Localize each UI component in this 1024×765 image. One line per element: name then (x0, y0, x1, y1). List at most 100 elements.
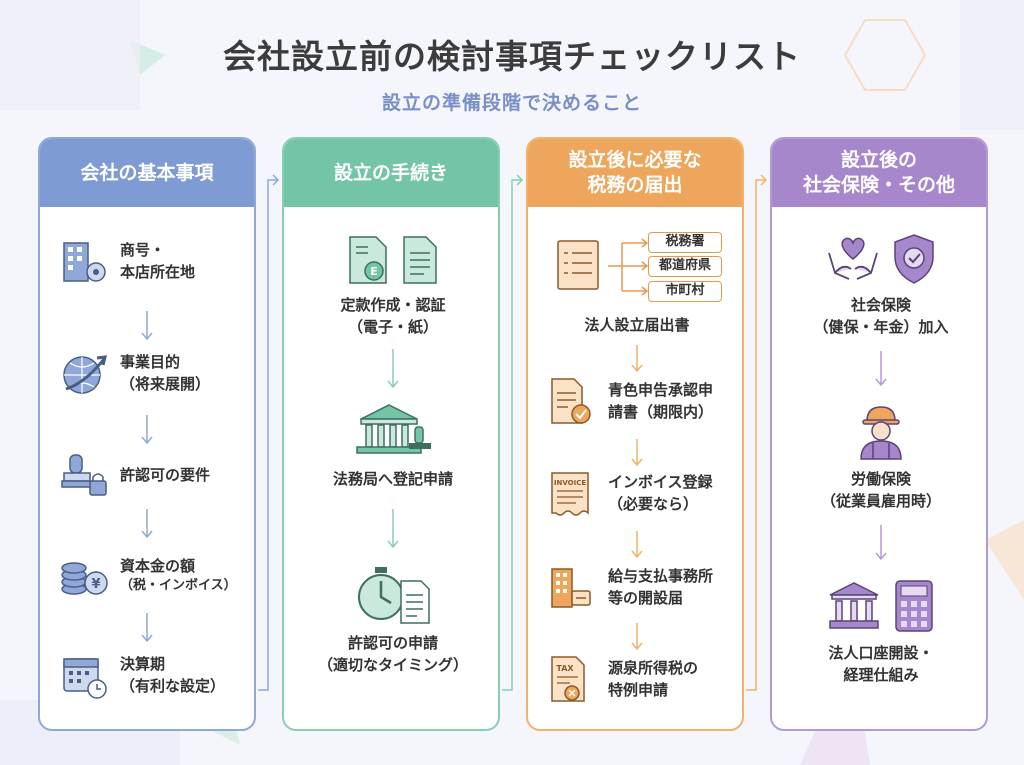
item-payroll-office: 給与支払事務所 等の開設届 (548, 563, 713, 613)
item-license-application: 許認可の申請 （適切なタイミング） (284, 561, 498, 677)
stopwatch-document-icon (358, 567, 430, 624)
column-header-line: 設立後の (840, 149, 917, 172)
item-fiscal-period: 決算期 （有利な設定） (60, 651, 225, 701)
building-stamp-icon (551, 568, 591, 608)
stamp-lock-icon (61, 454, 107, 496)
item-bank-account: 法人口座開設・ 経理仕組み (772, 579, 986, 687)
electronic-document-icon: E (349, 236, 387, 284)
connector-3-4 (746, 179, 765, 691)
item-label: 経理仕組み (843, 665, 919, 684)
item-label: 請書（期限内） (608, 403, 714, 421)
item-label: 許認可の申請 (347, 634, 438, 652)
coins-yen-icon: ¥ (61, 562, 108, 595)
globe-arrow-icon (63, 355, 107, 394)
down-arrow-icon (631, 623, 643, 651)
tax-document-icon: TAX (551, 656, 585, 702)
item-label: （有利な設定） (120, 677, 226, 695)
item-label: 法人設立届出書 (584, 316, 690, 334)
down-arrow-icon (141, 509, 153, 539)
column-procedures: 設立の手続き E 定款作成・認証 （電子・紙） (282, 137, 500, 731)
svg-text:¥: ¥ (91, 577, 100, 592)
item-label: 定款作成・認証 (340, 296, 446, 314)
column-header: 設立後の 社会保険・その他 (772, 139, 986, 207)
down-arrow-icon (141, 415, 153, 445)
item-social-insurance: 社会保険 （健保・年金）加入 (772, 233, 986, 339)
office-tax-office: 税務署 (648, 232, 722, 253)
item-label: 特例申請 (608, 681, 669, 699)
item-withholding-tax: TAX 源泉所得税の 特例申請 (548, 655, 698, 705)
invoice-icon: INVOICE (551, 472, 589, 516)
item-label: 商号・ (120, 241, 166, 260)
item-label: （適切なタイミング） (317, 655, 468, 674)
down-arrow-icon (387, 349, 399, 389)
column-social-insurance: 設立後の 社会保険・その他 社会保険 （健保・年金）加入 (770, 137, 988, 731)
item-trade-name: 商号・ 本店所在地 (60, 237, 195, 287)
item-label: （将来展開） (120, 375, 211, 393)
item-label: 決算期 (120, 655, 166, 674)
down-arrow-icon (631, 439, 643, 467)
column-header-line: 税務の届出 (587, 174, 683, 196)
paper-document-icon (403, 236, 437, 284)
item-labor-insurance: 労働保険 （従業員雇用時） (772, 401, 986, 513)
item-label: （健保・年金）加入 (813, 317, 949, 336)
down-arrow-icon (141, 311, 153, 341)
item-label: （必要なら） (608, 495, 699, 513)
document-list-icon (557, 240, 599, 290)
calculator-icon (895, 580, 933, 632)
item-label: 等の開設届 (608, 589, 684, 607)
item-label: 許認可の要件 (120, 466, 211, 485)
hands-heart-icon (828, 237, 878, 280)
bank-icon (829, 582, 879, 629)
page-subtitle: 設立の準備段階で決めること (381, 92, 642, 114)
column-header-line: 社会保険・その他 (802, 174, 955, 196)
shield-check-icon (894, 234, 934, 284)
building-gear-icon (63, 242, 106, 282)
calendar-clock-icon (63, 658, 107, 699)
item-business-purpose: 事業目的 （将来展開） (60, 349, 210, 399)
connector-2-3 (502, 179, 521, 691)
svg-text:E: E (370, 265, 378, 278)
column-header: 会社の基本事項 (40, 139, 254, 207)
item-label: （従業員雇用時） (820, 491, 941, 510)
item-label: インボイス登録 (608, 473, 713, 492)
item-label: 青色申告承認申 (608, 381, 714, 400)
item-blue-return: 青色申告承認申 請書（期限内） (548, 377, 713, 427)
worker-helmet-icon (860, 406, 902, 460)
item-incorporation-notice: 法人設立届出書 (528, 315, 742, 337)
item-articles: E 定款作成・認証 （電子・紙） (284, 235, 498, 339)
down-arrow-icon (141, 613, 153, 643)
item-label: 労働保険 (850, 470, 911, 488)
page-title: 会社設立前の検討事項チェックリスト (223, 37, 801, 76)
item-label: （税・インボイス） (120, 578, 237, 594)
item-capital-amount: ¥ 資本金の額 （税・インボイス） (60, 551, 237, 601)
down-arrow-icon (631, 531, 643, 559)
column-header: 設立後に必要な 税務の届出 (528, 139, 742, 207)
tax-tag: TAX (556, 664, 574, 673)
down-arrow-icon (875, 525, 887, 561)
column-header: 設立の手続き (284, 139, 498, 207)
office-prefecture: 都道府県 (648, 256, 722, 277)
down-arrow-icon (631, 345, 643, 373)
item-label: （電子・紙） (347, 317, 438, 336)
column-basic-matters: 会社の基本事項 商号・ 本店所在地 事業目的 （将来展開） (38, 137, 256, 731)
branch-connector (608, 238, 649, 296)
item-label: 本店所在地 (120, 263, 196, 281)
connector-1-2 (258, 179, 277, 691)
item-label: 資本金の額 (120, 556, 196, 575)
document-check-icon (551, 378, 591, 424)
column-header-line: 設立後に必要な (568, 149, 702, 172)
item-label: 事業目的 (120, 353, 181, 372)
item-license-requirements: 許認可の要件 (60, 451, 210, 501)
column-tax-filings: 設立後に必要な 税務の届出 税務署 都道府県 市町村 法人設立届出書 青色申告承… (526, 137, 744, 731)
down-arrow-icon (875, 351, 887, 387)
office-municipality: 市町村 (648, 281, 722, 302)
item-label: 法務局へ登記申請 (332, 470, 453, 488)
item-label: 給与支払事務所 (608, 567, 714, 586)
court-building-stamp-icon (356, 404, 431, 454)
item-invoice-registration: INVOICE インボイス登録 （必要なら） (548, 469, 713, 519)
down-arrow-icon (387, 509, 399, 549)
item-label: 法人口座開設・ (828, 644, 934, 662)
invoice-tag: INVOICE (554, 479, 586, 487)
item-label: 社会保険 (850, 296, 911, 314)
item-registration: 法務局へ登記申請 (284, 401, 498, 491)
